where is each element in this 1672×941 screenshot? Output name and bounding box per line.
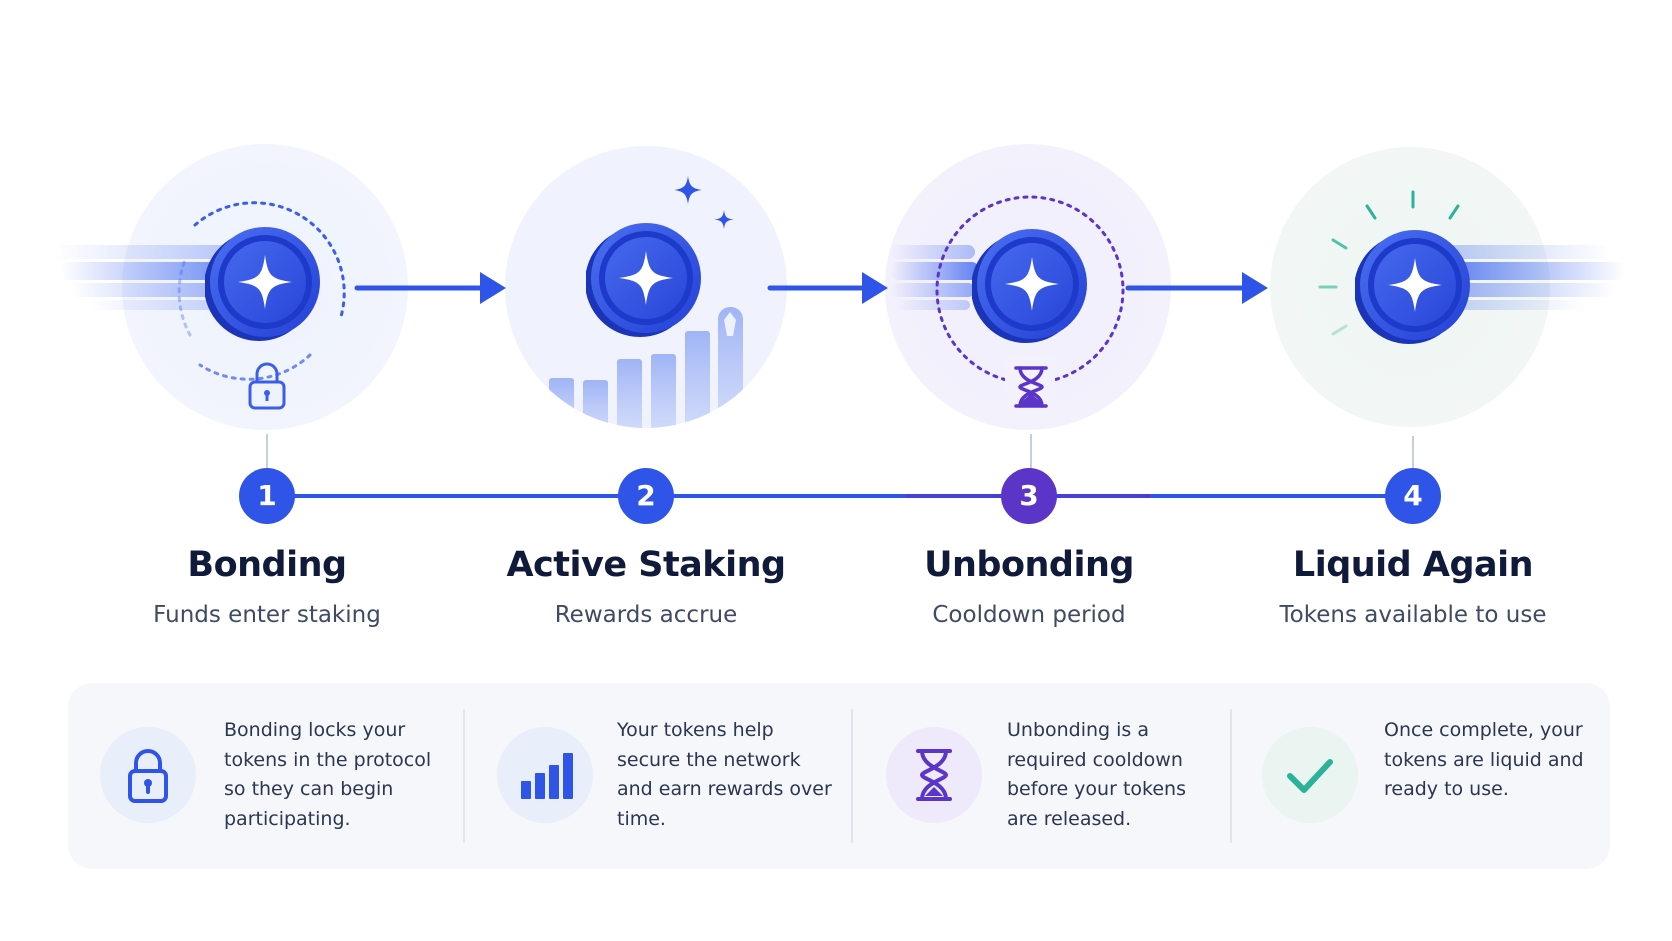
detail-1-text: Bonding locks your tokens in the protoco… [224,719,432,830]
details-divider [1230,709,1232,843]
timeline [266,434,1414,498]
detail-4-text: Once complete, your tokens are liquid an… [1384,719,1584,800]
lock-icon [128,749,168,803]
bar-chart-icon [521,753,573,799]
bonding-dotted-arc [193,201,346,322]
step-3-title: Unbonding [924,545,1134,585]
step-1-title: Bonding [187,545,347,585]
detail-4-icon-circle [1262,727,1358,823]
details-divider [851,709,853,843]
details-divider [463,709,465,843]
checkmark-icon [1287,759,1333,793]
detail-1-icon-circle [100,727,196,823]
step-2-badge: 2 [618,468,674,524]
arrow-1-to-2 [354,272,506,304]
hourglass-icon [916,749,952,801]
step-2-title: Active Staking [506,545,786,585]
liquid-burst-rays-icon [1318,190,1460,336]
detail-3-icon-circle [886,727,982,823]
bonding-motion-streaks [55,245,245,310]
step-2-subtitle: Rewards accrue [554,602,738,628]
step-3-subtitle: Cooldown period [932,602,1126,628]
staking-sparkles-icon [674,176,734,229]
step-1-badge: 1 [239,468,295,524]
arrow-2-to-3 [767,272,888,304]
arrow-3-to-4 [1125,272,1268,304]
unbonding-motion-streaks [890,245,980,310]
detail-2-icon-circle [497,727,593,823]
step-4-title: Liquid Again [1292,545,1534,585]
step-3-badge: 3 [1001,468,1057,524]
detail-2-text: Your tokens help secure the network and … [617,719,832,830]
step-4-badge: 4 [1385,468,1441,524]
step-4-subtitle: Tokens available to use [1279,602,1547,628]
step-1-subtitle: Funds enter staking [153,602,381,628]
bonding-lock-icon [248,362,286,410]
liquid-motion-streaks [1445,245,1625,310]
unbonding-hourglass-icon [1014,366,1048,408]
detail-3-text: Unbonding is a required cooldown before … [1007,719,1186,830]
